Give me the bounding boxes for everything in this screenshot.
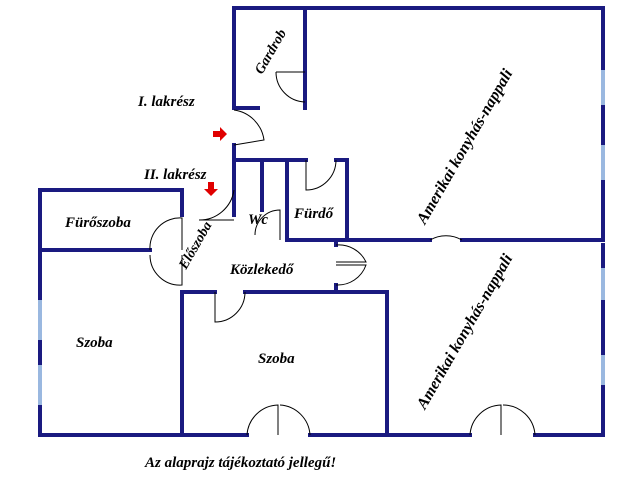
- room-label-wc: Wc: [248, 212, 268, 228]
- unit-label-first: I. lakrész: [137, 94, 195, 110]
- room-label-kitchen-living-1: Amerikai konyhás-nappali: [413, 66, 516, 228]
- room-label-room-middle: Szoba: [258, 351, 295, 367]
- entrance-arrow-first: [213, 127, 227, 141]
- windows: [38, 70, 605, 405]
- doors: [149, 71, 536, 436]
- room-label-room-left: Szoba: [76, 335, 113, 351]
- room-label-bathroom-tub: Fürőszoba: [64, 215, 131, 231]
- entrance-arrows: [204, 127, 227, 196]
- footer-note: Az alaprajz tájékoztató jellegű!: [144, 455, 336, 471]
- room-label-kitchen-living-2: Amerikai konyhás-nappali: [413, 251, 516, 413]
- room-label-bathroom: Fürdő: [293, 206, 335, 222]
- room-label-corridor: Közlekedő: [229, 262, 295, 278]
- room-label-gardrob: Gardrob: [252, 27, 289, 77]
- entrance-arrow-second: [204, 182, 218, 196]
- unit-label-second: II. lakrész: [143, 167, 207, 183]
